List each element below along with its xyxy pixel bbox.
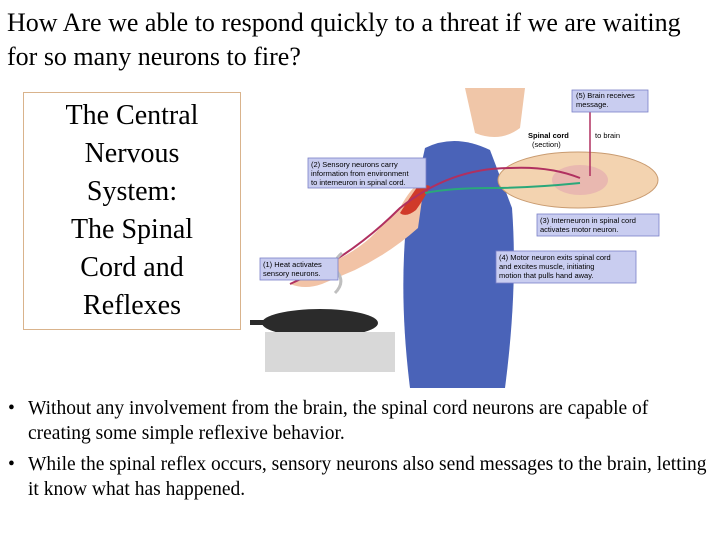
bullet-item: • While the spinal reflex occurs, sensor… <box>8 452 713 502</box>
bullet-list: • Without any involvement from the brain… <box>8 396 713 508</box>
topic-box: The Central Nervous System: The Spinal C… <box>23 92 241 330</box>
topic-line: The Spinal <box>70 214 194 245</box>
callout-2-line: (2) Sensory neurons carry <box>311 160 398 169</box>
motor-path <box>424 182 581 194</box>
slide-title: How Are we able to respond quickly to a … <box>7 8 681 71</box>
callout-5-line: message. <box>576 100 609 109</box>
callout-3-box <box>536 213 660 237</box>
bullet-icon: • <box>8 398 15 419</box>
topic-line: Cord and <box>80 252 184 283</box>
sensory-path <box>289 166 581 285</box>
stove-shape <box>265 332 395 372</box>
gray-matter-shape <box>552 165 608 195</box>
bullet-text: Without any involvement from the brain, … <box>28 398 649 444</box>
topic-line: System: <box>86 176 178 207</box>
callout-2-line: to interneuron in spinal cord. <box>311 178 406 187</box>
bullet-text: While the spinal reflex occurs, sensory … <box>28 454 707 500</box>
topic-line: Nervous <box>84 138 180 169</box>
callout-2-line: information from environment <box>311 169 409 178</box>
callout-1-line: sensory neurons. <box>263 269 321 278</box>
bullet-icon: • <box>8 454 15 475</box>
callout-4-box <box>495 250 637 284</box>
spinal-cord-label: Spinal cord <box>528 131 569 140</box>
head-shape <box>465 88 525 137</box>
callout-5-line: (5) Brain receives <box>576 91 635 100</box>
callout-3-line: (3) Interneuron in spinal cord <box>540 216 636 225</box>
callout-1-line: (1) Heat activates <box>263 260 322 269</box>
shirt-shape <box>403 140 514 388</box>
muscle-shape <box>400 183 430 215</box>
pan-handle-shape <box>250 320 266 325</box>
spinal-reflex-diagram: (5) Brain receives message. Spinal cord … <box>250 88 660 388</box>
pan-shape <box>262 309 378 337</box>
to-brain-label: to brain <box>595 131 620 140</box>
callout-3-line: activates motor neuron. <box>540 225 618 234</box>
callout-4-line: (4) Motor neuron exits spinal cord <box>499 253 611 262</box>
callout-5-box <box>571 89 649 113</box>
topic-line: Reflexes <box>83 290 181 321</box>
bullet-item: • Without any involvement from the brain… <box>8 396 713 446</box>
callout-4-line: motion that pulls hand away. <box>499 271 594 280</box>
topic-line: The Central <box>65 100 199 131</box>
callout-4-line: and excites muscle, initiating <box>499 262 594 271</box>
spinal-cord-section-label: (section) <box>532 140 561 149</box>
callout-1-box <box>259 257 339 281</box>
callout-2-box <box>307 157 427 189</box>
